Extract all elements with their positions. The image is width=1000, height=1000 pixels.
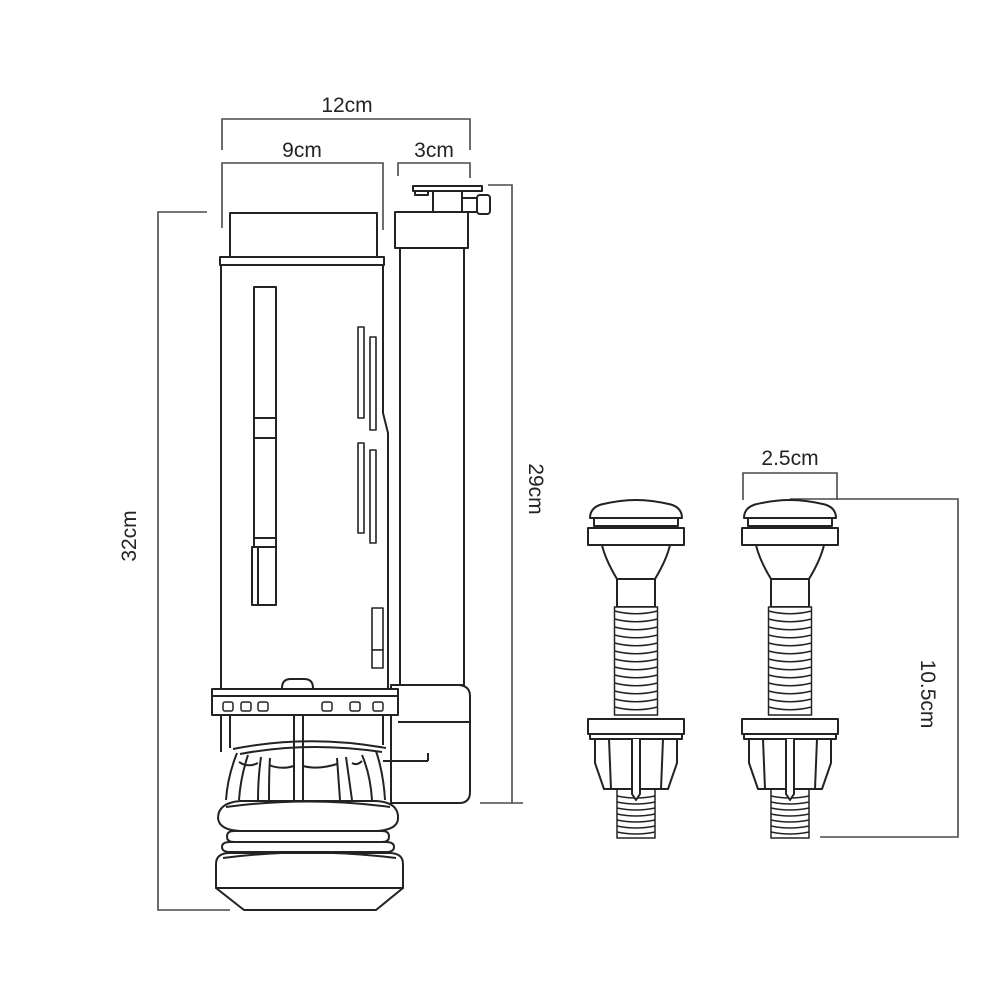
overflow-tube-cap bbox=[394, 211, 469, 249]
flange-band bbox=[211, 695, 399, 716]
valve-outlet-base bbox=[211, 678, 404, 911]
dim-32cm-line bbox=[157, 211, 230, 911]
valve-base-box-line bbox=[383, 721, 470, 762]
base-drum bbox=[215, 852, 404, 889]
dimension-annotations bbox=[157, 118, 959, 911]
bolt-right bbox=[741, 499, 839, 839]
overflow-tube-body bbox=[399, 247, 465, 686]
label-bolt-cap-width: 2.5cm bbox=[761, 447, 818, 470]
float-channel bbox=[251, 286, 277, 606]
seat-ring-rim bbox=[225, 800, 391, 808]
body-lid bbox=[219, 256, 385, 266]
side-slots bbox=[357, 326, 384, 669]
funnel-assembly bbox=[220, 715, 387, 801]
label-overflow-tube-width: 3cm bbox=[414, 139, 454, 162]
funnel-bowl bbox=[232, 740, 387, 755]
label-valve-overall-height: 32cm bbox=[118, 510, 141, 561]
label-valve-overall-width: 12cm bbox=[321, 94, 372, 117]
overflow-tube bbox=[383, 185, 491, 804]
bolt-left bbox=[587, 499, 685, 839]
flush-valve-drawing bbox=[211, 185, 491, 911]
dim-2point5cm-bracket bbox=[742, 472, 838, 500]
seat-ring bbox=[217, 800, 399, 832]
float-fitting bbox=[412, 185, 491, 215]
base-drum-rim bbox=[222, 851, 397, 859]
fitting-block bbox=[432, 190, 463, 213]
dim-10point5cm-line bbox=[790, 498, 959, 838]
label-overflow-tube-height: 29cm bbox=[524, 463, 547, 514]
label-bolt-length: 10.5cm bbox=[916, 660, 939, 729]
dim-12cm-bracket bbox=[221, 118, 471, 150]
flange-holes bbox=[222, 701, 384, 712]
fitting-nozzle-cap bbox=[476, 194, 491, 215]
dim-3cm-bracket bbox=[397, 162, 471, 178]
dim-29cm-line bbox=[480, 184, 523, 804]
valve-main-body bbox=[219, 212, 389, 690]
flange-top-band bbox=[211, 688, 399, 697]
valve-base-box bbox=[390, 684, 471, 804]
body-top-cap bbox=[229, 212, 378, 258]
label-valve-body-width: 9cm bbox=[282, 139, 322, 162]
funnel-legs bbox=[225, 715, 386, 801]
fixing-bolts-drawing bbox=[587, 499, 839, 839]
dim-9cm-bracket bbox=[221, 162, 384, 230]
fitting-tab bbox=[414, 190, 429, 196]
fitting-nozzle bbox=[461, 197, 479, 213]
dimension-labels: 12cm 9cm 3cm 32cm 29cm 2.5cm 10.5cm bbox=[118, 94, 939, 728]
gasket-ring-1 bbox=[226, 830, 390, 843]
base-tail bbox=[215, 887, 404, 911]
gasket-ring-2 bbox=[221, 841, 395, 853]
